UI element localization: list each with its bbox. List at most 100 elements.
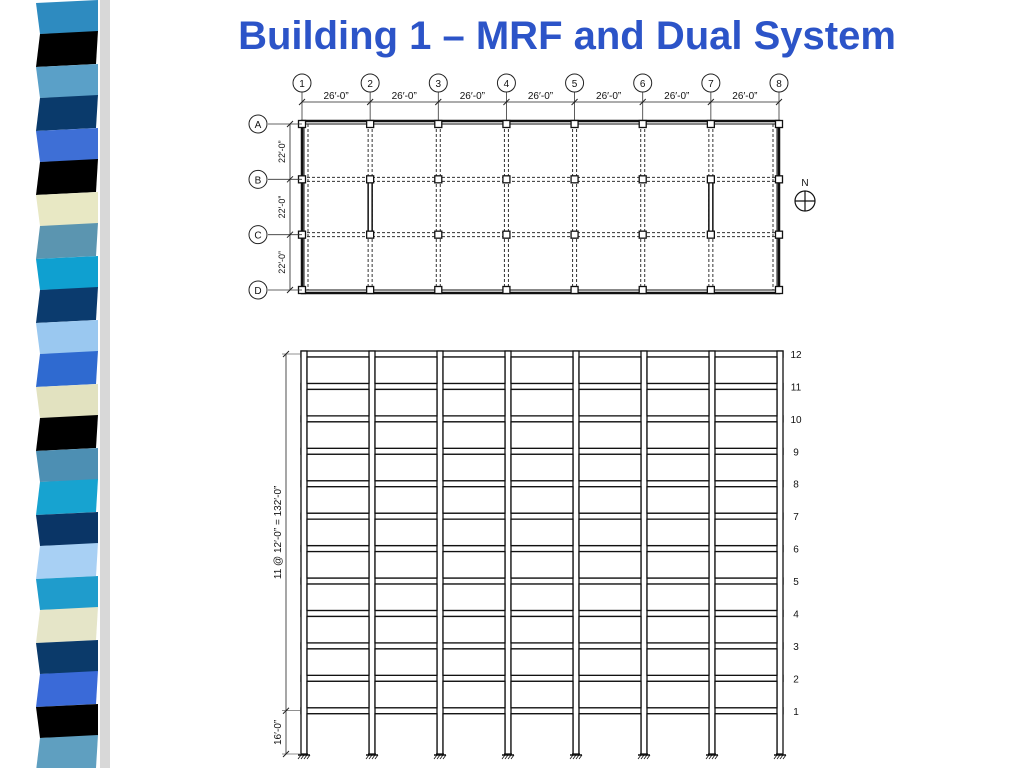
typical-story-height-label: 11 @ 12′-0” = 132′-0” xyxy=(273,486,284,580)
frame-panel xyxy=(646,550,710,579)
frame-panel xyxy=(578,486,642,514)
plan-column xyxy=(434,285,443,295)
floor-label: 9 xyxy=(793,447,799,458)
frame-panel xyxy=(442,583,506,612)
plan-column xyxy=(570,285,579,295)
frame-column xyxy=(436,350,444,755)
frame-panel xyxy=(646,518,710,547)
frame-panel xyxy=(442,421,506,449)
frame-panel xyxy=(374,518,438,547)
frame-panel xyxy=(646,356,710,385)
floor-label: 2 xyxy=(793,674,799,685)
bay-width-label: 26′-0” xyxy=(664,91,689,102)
column-grid-bubble xyxy=(360,73,380,93)
plan-column xyxy=(434,119,443,129)
frame-column xyxy=(708,350,716,755)
frame-panel xyxy=(442,453,506,482)
frame-panel xyxy=(646,453,710,482)
support-hatch xyxy=(442,754,447,760)
stripe-segment xyxy=(36,576,98,610)
support-hatch xyxy=(374,754,379,760)
frame-panel xyxy=(374,388,438,417)
frame-panel xyxy=(442,648,506,676)
frame-panel xyxy=(578,550,642,579)
floor-label: 6 xyxy=(793,545,799,556)
plan-column xyxy=(706,119,716,129)
stripe-segment xyxy=(36,512,98,546)
frame-panel xyxy=(374,713,438,755)
frame-panel xyxy=(714,421,778,449)
frame-panel xyxy=(442,356,506,385)
shear-wall xyxy=(708,178,714,236)
frame-panel xyxy=(646,680,710,709)
frame-panel xyxy=(306,421,370,449)
frame-panel xyxy=(510,356,574,385)
frame-panel xyxy=(374,421,438,449)
bay-depth-label: 22′-0” xyxy=(277,251,287,274)
stripe-shadow xyxy=(100,0,110,768)
frame-panel xyxy=(578,356,642,385)
frame-panel xyxy=(714,550,778,579)
frame-panel xyxy=(578,615,642,644)
plan-column xyxy=(434,230,443,239)
plan-column xyxy=(706,285,716,295)
plan-column xyxy=(774,119,784,129)
frame-panel xyxy=(306,550,370,579)
plan-column xyxy=(570,230,579,239)
support-hatch xyxy=(436,754,441,760)
frame-panel xyxy=(578,388,642,417)
ground-gap xyxy=(308,752,368,756)
frame-panel xyxy=(306,648,370,676)
column-grid-bubble xyxy=(292,73,312,93)
support-hatch xyxy=(572,754,577,760)
frame-panel xyxy=(306,615,370,644)
dimension-tick xyxy=(286,175,294,183)
stripe-segment xyxy=(36,128,98,162)
bay-width-label: 26′-0” xyxy=(732,91,757,102)
plan-column xyxy=(774,175,784,184)
floor-label: 11 xyxy=(791,382,802,393)
column-grid-bubble xyxy=(769,73,789,93)
column-grid-label: 1 xyxy=(299,79,305,90)
frame-panel xyxy=(646,421,710,449)
stripe-segment xyxy=(36,448,98,482)
column-grid-bubble xyxy=(496,73,516,93)
plan-column xyxy=(502,175,511,184)
stripe-segment xyxy=(36,704,98,738)
frame-panel xyxy=(646,615,710,644)
north-label: N xyxy=(801,178,808,189)
plan-column xyxy=(570,175,579,184)
plan-column xyxy=(365,119,375,129)
row-grid-label: A xyxy=(255,120,262,131)
dimension-tick xyxy=(286,231,294,239)
bay-width-label: 26′-0” xyxy=(528,91,553,102)
frame-panel xyxy=(374,648,438,676)
frame-panel xyxy=(510,388,574,417)
frame-panel xyxy=(578,680,642,709)
floor-label: 1 xyxy=(793,707,799,718)
dimension-tick xyxy=(571,98,578,106)
column-grid-bubble xyxy=(428,73,448,93)
plan-column xyxy=(570,119,579,129)
row-grid-bubble xyxy=(248,114,268,134)
bay-width-label: 26′-0” xyxy=(596,91,621,102)
frame-panel xyxy=(578,713,642,755)
floor-label: 5 xyxy=(793,577,799,588)
support-hatch xyxy=(365,754,370,760)
support-hatch xyxy=(640,754,645,760)
bay-depth-label: 22′-0” xyxy=(277,196,287,219)
dimension-tick xyxy=(282,707,290,715)
frame-panel xyxy=(714,388,778,417)
stripe-segment xyxy=(36,543,98,579)
frame-panel xyxy=(714,453,778,482)
support-hatch xyxy=(708,754,713,760)
frame-panel xyxy=(510,713,574,755)
stripe-segment xyxy=(36,320,98,354)
bay-width-label: 26′-0” xyxy=(323,91,348,102)
support-hatch xyxy=(507,754,512,760)
frame-panel xyxy=(510,518,574,547)
row-grid-bubble xyxy=(248,280,268,300)
stripe-segment xyxy=(36,64,98,98)
